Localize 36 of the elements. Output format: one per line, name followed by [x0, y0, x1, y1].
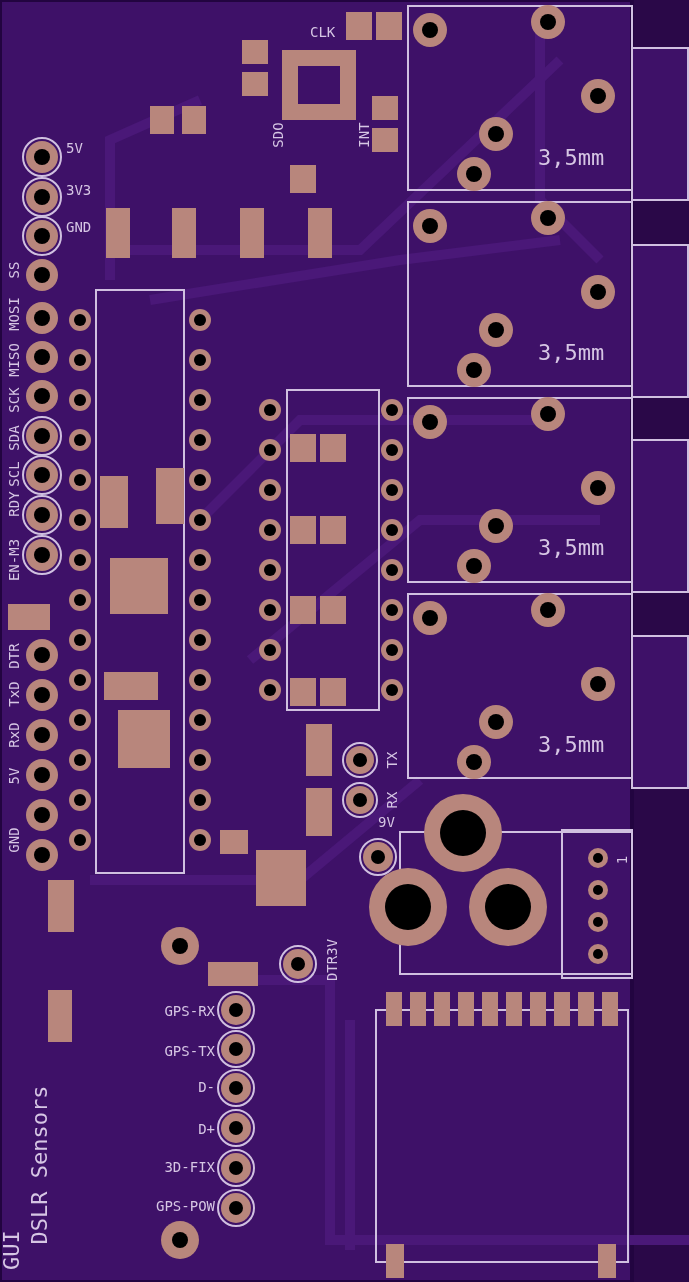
pin-label: 1	[615, 855, 629, 865]
pin-label: D+	[198, 1122, 215, 1136]
pin-label: 5V	[66, 141, 83, 155]
silkscreen-label: 3,5mm	[538, 537, 605, 559]
pin-label: SS	[7, 261, 21, 279]
pin-label: EN-M3	[7, 538, 21, 582]
pin-label: GPS-POW	[156, 1199, 215, 1213]
pin-label: SDA	[7, 425, 21, 451]
silkscreen-label: 3,5mm	[538, 342, 605, 364]
silkscreen-label: 3,5mm	[538, 147, 605, 169]
pin-label: RDY	[7, 491, 21, 517]
pin-label: 9V	[378, 815, 395, 829]
pin-label: GPS-TX	[164, 1044, 215, 1058]
pin-label: D-	[198, 1080, 215, 1094]
pin-label: INT	[357, 122, 371, 148]
pin-label: TxD	[7, 681, 21, 707]
pin-label: DTR3V	[325, 938, 339, 982]
pin-label: GPS-RX	[164, 1004, 215, 1018]
pin-label: DTR	[7, 643, 21, 669]
pin-label: GND	[66, 220, 92, 234]
pin-label: RX	[385, 791, 399, 809]
pin-label: 5V	[7, 767, 21, 785]
silkscreen-label: GUI	[1, 1230, 23, 1270]
pin-label: SCL	[7, 461, 21, 487]
pin-label: TX	[385, 751, 399, 769]
pin-label: RxD	[7, 722, 21, 748]
pin-label: SCK	[7, 387, 21, 413]
pin-label: GND	[7, 827, 21, 853]
pin-label: CLK	[310, 25, 336, 39]
pin-label: 3D-FIX	[164, 1160, 215, 1174]
pin-label: 3V3	[66, 183, 92, 197]
pin-label: MISO	[7, 343, 21, 377]
silkscreen-label: DSLR Sensors	[29, 1085, 51, 1245]
pin-label: MOSI	[7, 297, 21, 331]
silkscreen-label: 3,5mm	[538, 734, 605, 756]
pin-label: SDO	[271, 122, 285, 148]
